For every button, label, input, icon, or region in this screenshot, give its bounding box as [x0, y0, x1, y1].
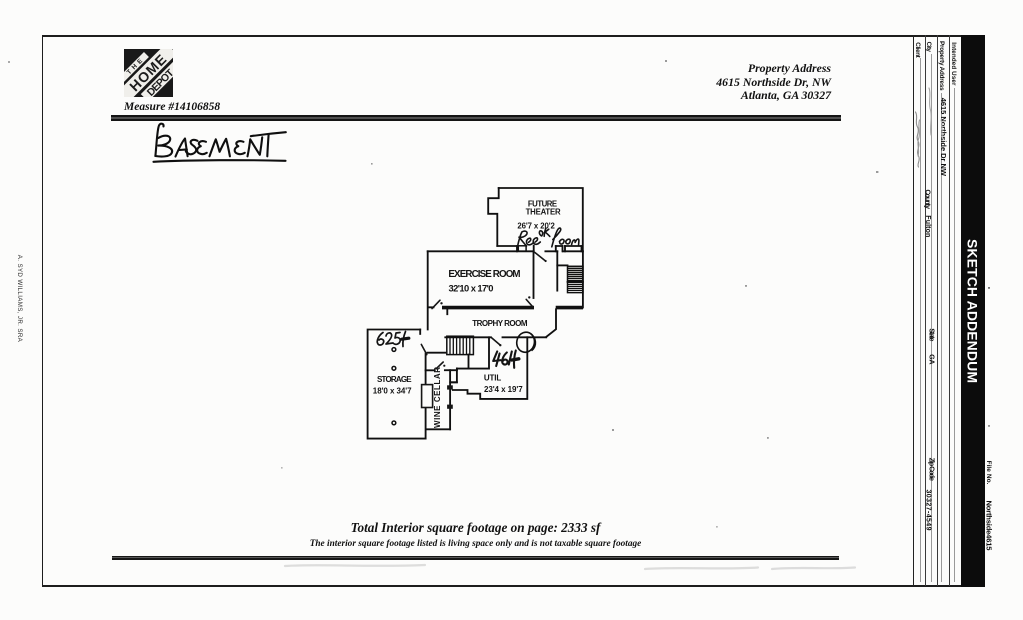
svg-text:18'0 x 34'7: 18'0 x 34'7 [373, 386, 412, 395]
svg-text:Property Address: Property Address [938, 41, 945, 91]
svg-text:FUTURE: FUTURE [528, 199, 557, 208]
svg-text:32'10 x 17'0: 32'10 x 17'0 [449, 282, 494, 293]
svg-text:WINE CELLAR: WINE CELLAR [433, 367, 442, 428]
svg-text:A. SYD WILLIAMS, JR. SRA: A. SYD WILLIAMS, JR. SRA [16, 255, 23, 343]
svg-text:State: State [928, 328, 935, 341]
svg-text:Intended User: Intended User [950, 42, 957, 86]
svg-text:23'4 x 19'7: 23'4 x 19'7 [484, 385, 523, 394]
svg-text:Client: Client [914, 42, 921, 58]
svg-text:Fulton: Fulton [924, 215, 931, 237]
svg-text:THEATER: THEATER [526, 208, 561, 217]
svg-text:TROPHY ROOM: TROPHY ROOM [472, 319, 528, 328]
svg-text:UTIL: UTIL [484, 373, 502, 382]
svg-text:County: County [924, 190, 931, 210]
svg-text:26'7 x 20'2: 26'7 x 20'2 [517, 222, 555, 231]
svg-text:Zip Code: Zip Code [928, 458, 935, 481]
svg-text:Northside4615: Northside4615 [985, 501, 994, 552]
svg-text:EXERCISE ROOM: EXERCISE ROOM [448, 269, 520, 280]
svg-text:File No.: File No. [985, 461, 992, 485]
svg-text:30327-4549: 30327-4549 [925, 490, 932, 531]
svg-text:SKETCH ADDENDUM: SKETCH ADDENDUM [965, 239, 981, 383]
svg-text:STORAGE: STORAGE [377, 375, 412, 384]
svg-text:4615 Northside Dr NW: 4615 Northside Dr NW [939, 98, 948, 177]
svg-text:City: City [925, 42, 932, 53]
svg-text:GA: GA [928, 354, 935, 364]
